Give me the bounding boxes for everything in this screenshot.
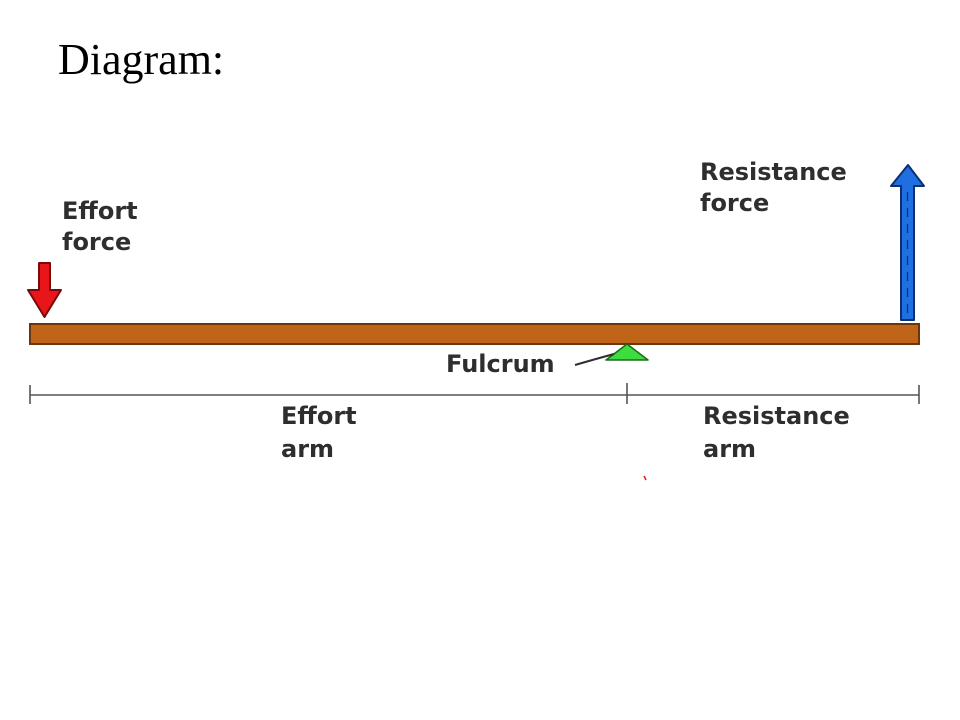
triangle-icon: [605, 343, 649, 361]
resistance-arm-label-line-1: Resistance: [703, 402, 850, 430]
resistance-force-label-line-1: Resistance: [700, 158, 847, 186]
arrow-up-icon: [890, 164, 925, 321]
effort-arm-label-line-1: Effort: [281, 402, 357, 430]
lever-bar: [29, 323, 920, 345]
effort-force-label-line-2: force: [62, 228, 131, 256]
arm-dimension-line: [29, 383, 920, 404]
fulcrum-label: Fulcrum: [446, 350, 555, 378]
arrow-down-icon: [27, 262, 62, 318]
effort-force-label-line-1: Effort: [62, 197, 138, 225]
resistance-arm-label-line-2: arm: [703, 435, 756, 463]
fulcrum-pointer-line: [574, 353, 615, 366]
stray-mark: [643, 475, 647, 481]
slide-title: Diagram:: [58, 35, 225, 84]
resistance-force-label-line-2: force: [700, 189, 769, 217]
effort-arm-label-line-2: arm: [281, 435, 334, 463]
